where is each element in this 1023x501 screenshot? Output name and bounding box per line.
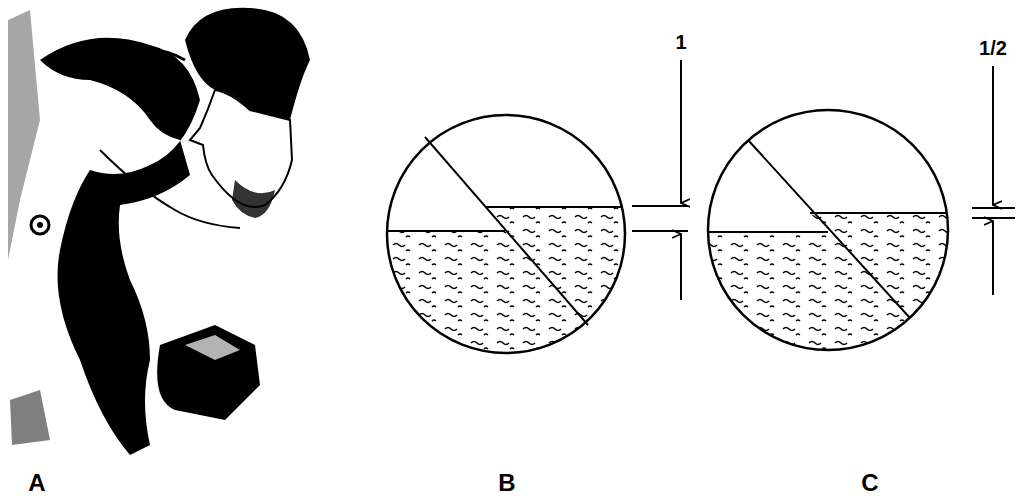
dimension-label: 1 <box>675 32 686 52</box>
dimension-label: 1/2 <box>979 38 1007 58</box>
panel-letter: C <box>861 471 878 495</box>
level-circle-c <box>700 110 990 400</box>
level-circle-b <box>380 115 660 400</box>
dimension-b <box>632 60 688 300</box>
panel-letter: A <box>28 471 45 495</box>
panel-letter: B <box>498 471 515 495</box>
dimension-c <box>972 66 1015 295</box>
photo-panel <box>8 8 310 455</box>
